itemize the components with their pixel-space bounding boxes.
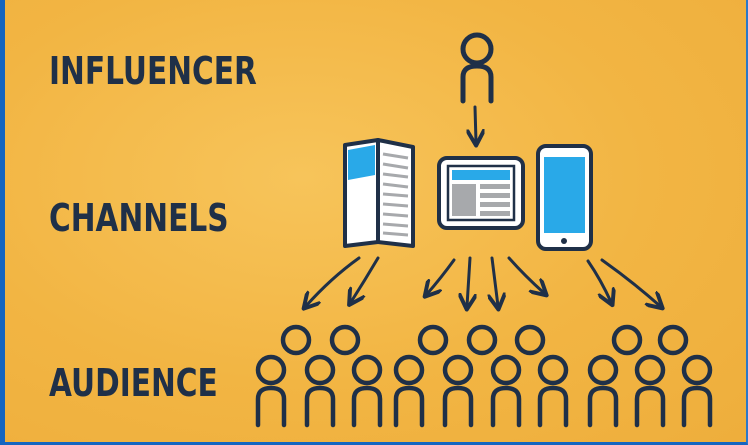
- arrow: [507, 256, 544, 293]
- arrow: [492, 256, 498, 306]
- smartphone-icon: [536, 144, 593, 251]
- diagram-artwork: [255, 32, 713, 428]
- influencer-label: INFLUENCER: [49, 49, 257, 93]
- person-icon: [460, 32, 494, 104]
- people-group-icon: [393, 324, 569, 428]
- brochure-icon: [343, 138, 415, 248]
- channels-label: CHANNELS: [49, 196, 229, 240]
- people-group-icon: [255, 324, 383, 428]
- audience-label: AUDIENCE: [49, 361, 218, 405]
- tablet-icon: [437, 156, 525, 230]
- arrow: [586, 259, 611, 302]
- arrow: [427, 258, 456, 294]
- people-group-icon: [587, 324, 713, 428]
- arrow: [600, 258, 660, 306]
- channel-arrows: [306, 256, 660, 306]
- arrow: [306, 256, 361, 306]
- arrow: [351, 256, 380, 302]
- arrow: [467, 256, 470, 306]
- influencer-arrow: [475, 105, 476, 142]
